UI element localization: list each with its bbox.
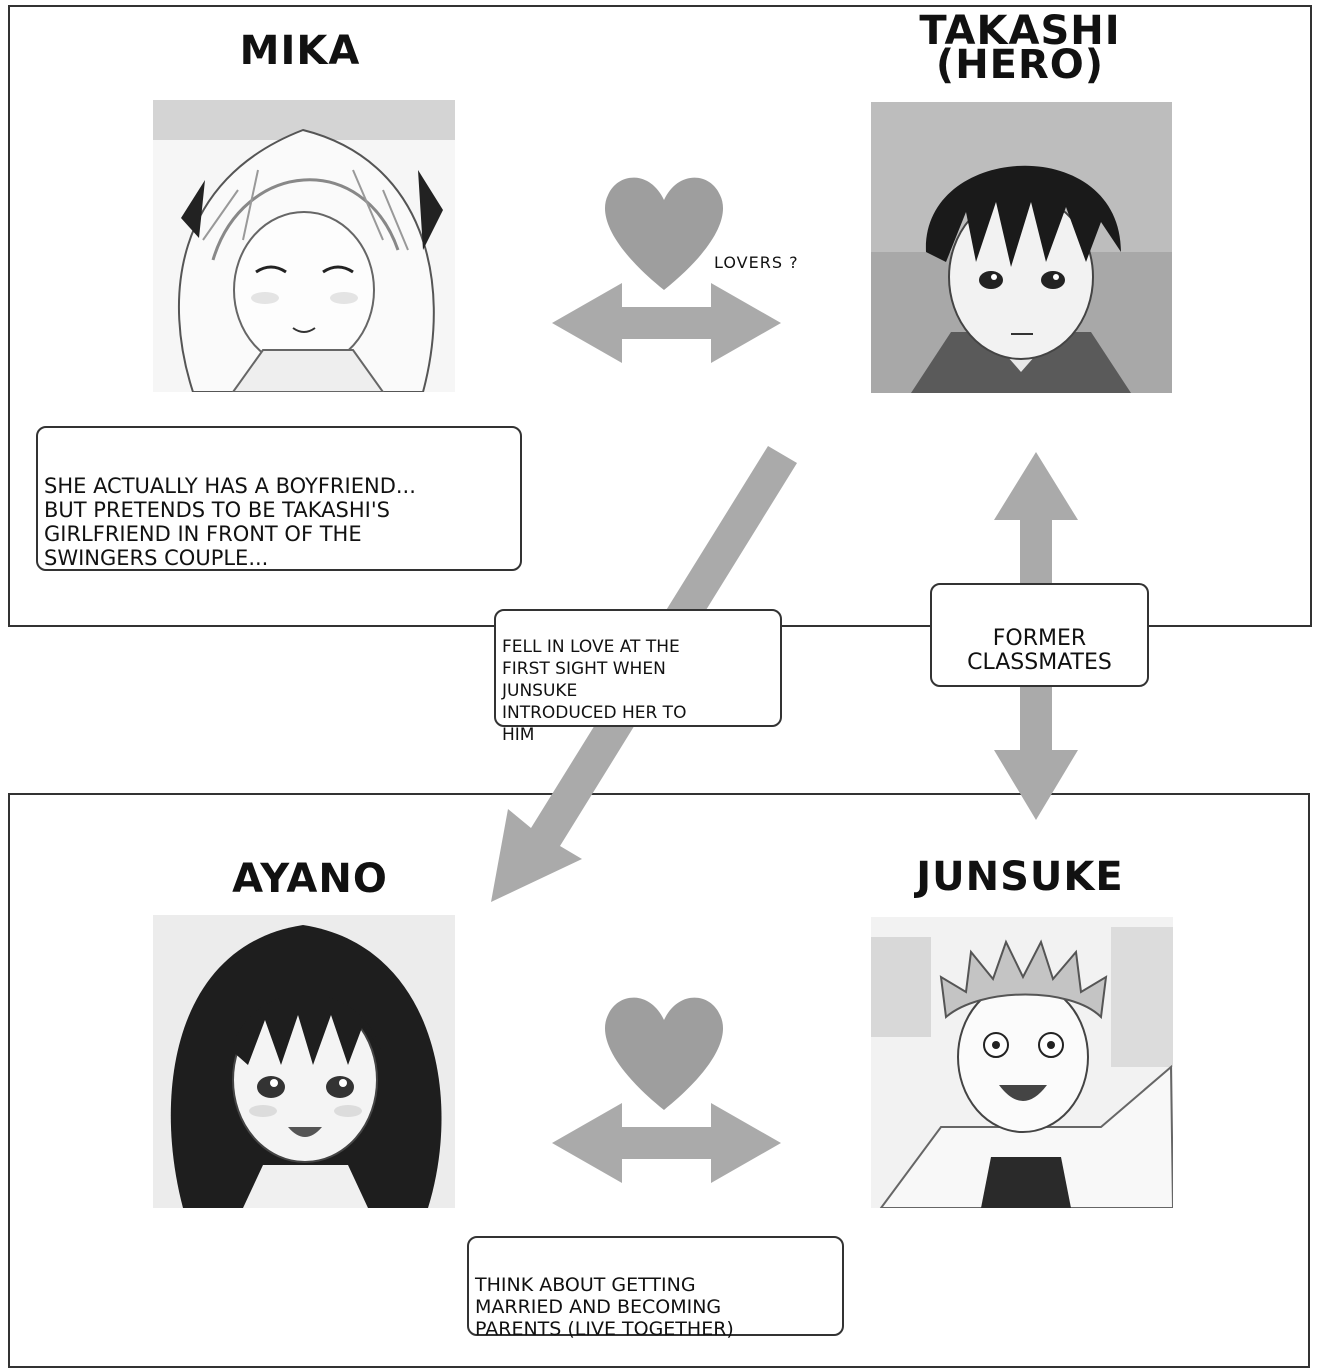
couple-note: THINK ABOUT GETTING MARRIED AND BECOMING… — [467, 1236, 844, 1340]
character-name-junsuke: JUNSUKE — [916, 854, 1124, 900]
takashi-portrait — [871, 102, 1172, 393]
character-name-ayano: AYANO — [232, 856, 388, 902]
couple-note-text: THINK ABOUT GETTING MARRIED AND BECOMING… — [475, 1274, 734, 1340]
mika-note-text: SHE ACTUALLY HAS A BOYFRIEND... BUT PRET… — [44, 474, 416, 570]
junsuke-portrait — [871, 917, 1173, 1208]
ayano-portrait — [153, 915, 455, 1208]
heart-icon — [604, 997, 724, 1110]
fell-in-love-text: FELL IN LOVE AT THE FIRST SIGHT WHEN JUN… — [502, 637, 687, 745]
fell-in-love-note: FELL IN LOVE AT THE FIRST SIGHT WHEN JUN… — [494, 609, 782, 745]
double-arrow-icon — [552, 1103, 781, 1183]
character-name-takashi: TAKASHI (HERO) — [919, 8, 1121, 88]
classmates-note: FORMER CLASSMATES — [930, 583, 1149, 687]
classmates-text: FORMER CLASSMATES — [967, 626, 1112, 675]
heart-icon — [604, 177, 724, 290]
lovers-label: LOVERS ? — [714, 253, 799, 272]
mika-note: SHE ACTUALLY HAS A BOYFRIEND... BUT PRET… — [36, 426, 522, 571]
mika-portrait — [153, 100, 455, 392]
double-arrow-icon — [552, 283, 781, 363]
character-name-mika: MIKA — [239, 28, 361, 74]
